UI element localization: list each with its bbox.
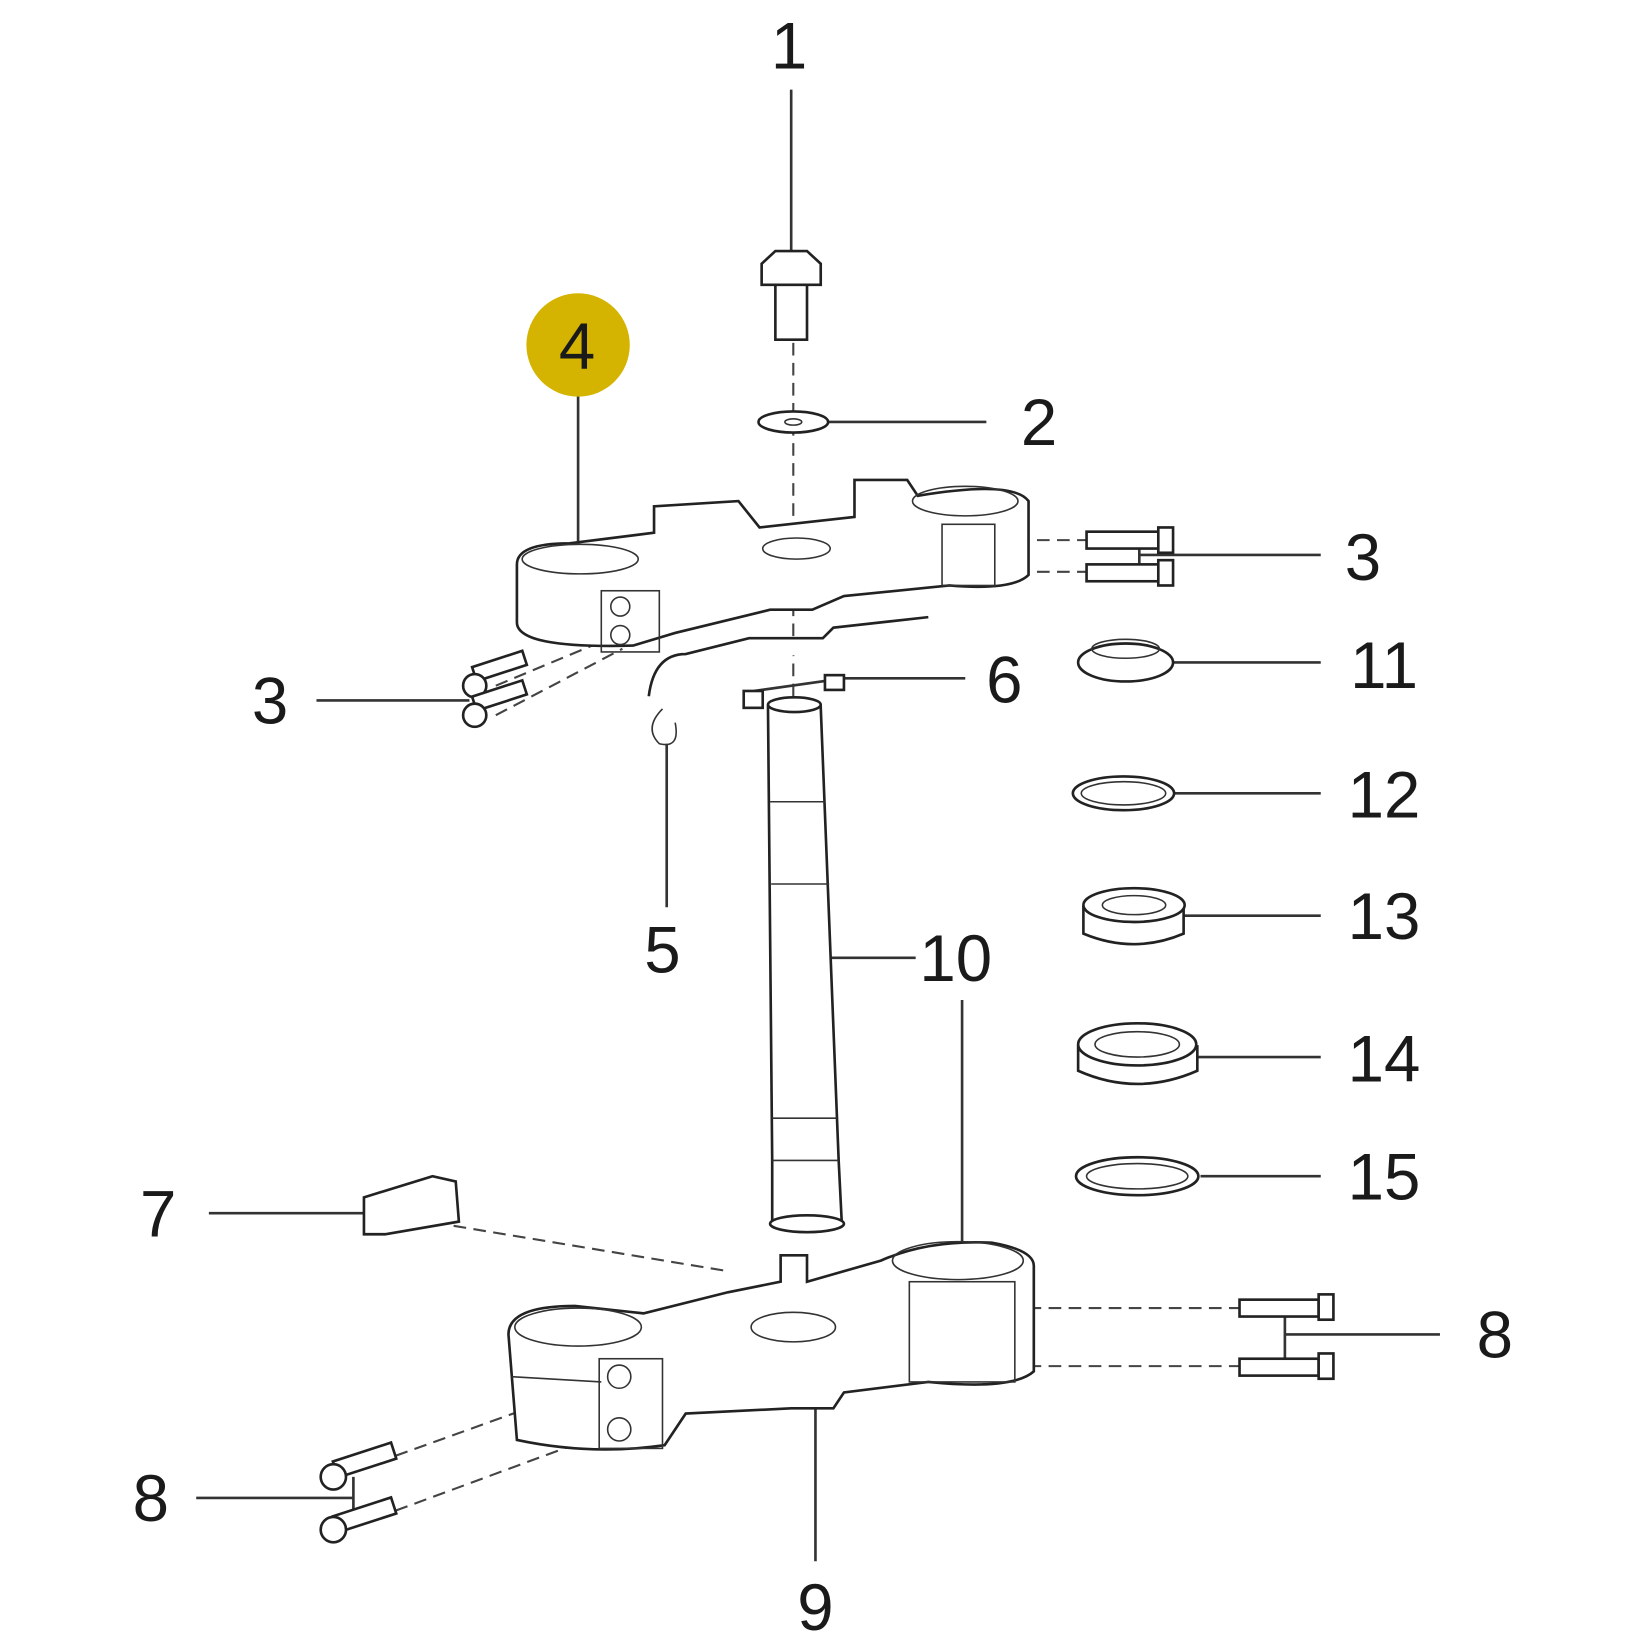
callout-9[interactable]: 9 (797, 1571, 833, 1644)
part-13-bearing (1082, 886, 1186, 946)
callout-1[interactable]: 1 (771, 10, 807, 83)
callout-3-right[interactable]: 3 (1345, 521, 1381, 594)
part-11-nut (1076, 638, 1175, 683)
callout-6[interactable]: 6 (986, 644, 1022, 717)
part-9-lower-triple-clamp (507, 1240, 1036, 1451)
part-8-bolts-left (319, 1440, 398, 1544)
callout-3-left[interactable]: 3 (252, 665, 288, 738)
callout-5[interactable]: 5 (644, 914, 680, 987)
leader-lines (196, 89, 1440, 1562)
callout-8-right[interactable]: 8 (1477, 1299, 1513, 1372)
part-4-upper-triple-clamp (515, 478, 1030, 653)
callout-labels: 1 2 3 3 4 5 6 7 8 8 9 10 11 12 13 14 15 (133, 10, 1513, 1644)
callout-7[interactable]: 7 (140, 1177, 176, 1250)
part-3-bolts-left (461, 649, 529, 729)
part-14-bearing (1076, 1021, 1199, 1086)
part-5-wire-clip (647, 615, 929, 697)
callout-12[interactable]: 12 (1348, 759, 1421, 832)
part-12-seal (1071, 775, 1176, 812)
part-6-screws (742, 673, 846, 710)
callout-4[interactable]: 4 (559, 310, 595, 383)
part-10-steering-stem (766, 695, 846, 1234)
part-7-clip (362, 1174, 461, 1236)
part-3-bolts-right (1085, 526, 1175, 587)
callout-2[interactable]: 2 (1021, 386, 1057, 459)
part-2-washer (757, 410, 830, 434)
callout-14[interactable]: 14 (1348, 1022, 1421, 1095)
callout-10[interactable]: 10 (919, 922, 992, 995)
part-15-seal (1074, 1155, 1200, 1197)
callout-13[interactable]: 13 (1348, 880, 1421, 953)
part-1-nut-bolt (760, 249, 823, 342)
callout-11[interactable]: 11 (1350, 629, 1418, 702)
callout-8-left[interactable]: 8 (133, 1462, 169, 1535)
callout-15[interactable]: 15 (1348, 1140, 1421, 1213)
part-8-bolts-right (1238, 1293, 1335, 1381)
highlight-circle (526, 293, 630, 397)
